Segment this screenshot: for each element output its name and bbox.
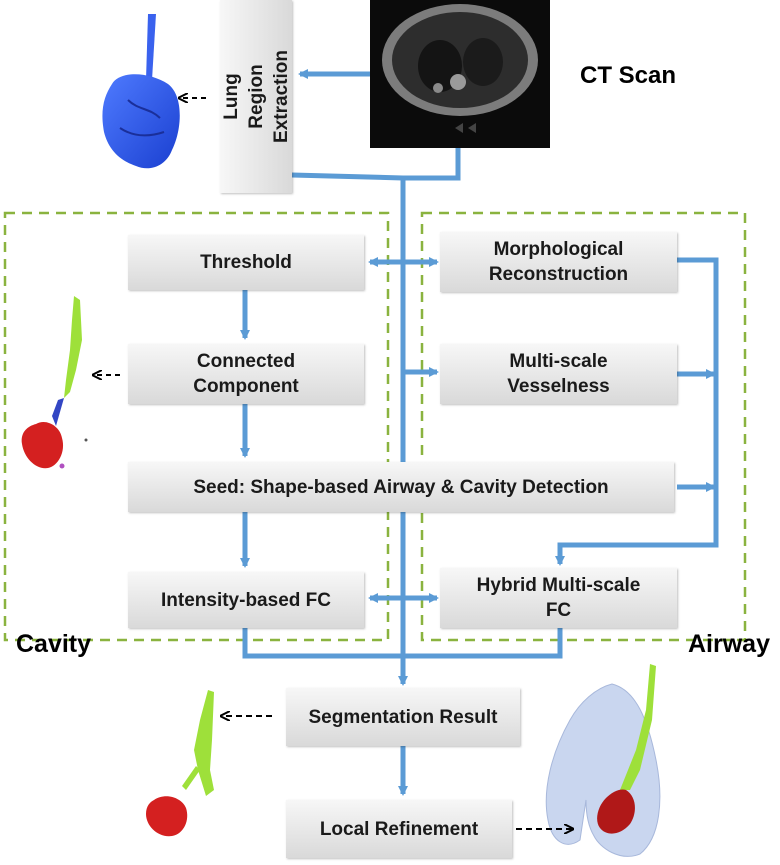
local-refinement-box: Local Refinement: [286, 800, 512, 858]
ct-scan-label: CT Scan: [580, 62, 677, 89]
refined-result-image: [545, 664, 661, 857]
lung-region-extraction-box: Lung Region Extraction: [220, 0, 292, 193]
connected-component-box: Connected Component: [128, 344, 364, 404]
cavity-label: Cavity: [16, 630, 92, 658]
hybrid-fc-box: Hybrid Multi-scale FC: [440, 568, 677, 628]
segmentation-result-box: Segmentation Result: [286, 688, 520, 746]
multiscale-vesselness-label: Multi-scale Vesselness: [507, 351, 610, 397]
seed-detection-label: Seed: Shape-based Airway & Cavity Detect…: [193, 476, 609, 498]
hybrid-fc-label: Hybrid Multi-scale FC: [476, 575, 641, 621]
cavity-region: [3, 211, 390, 642]
connected-component-image: [21, 296, 88, 469]
ct-scan-image: [370, 0, 550, 148]
airway-label: Airway: [688, 630, 770, 658]
lung-region-extraction-label: Lung Region Extraction: [220, 50, 292, 143]
threshold-label: Threshold: [200, 252, 292, 273]
segmentation-result-image: [146, 690, 214, 837]
lung-mask-image: [102, 14, 180, 169]
airway-region: [420, 211, 747, 642]
seed-detection-box: Seed: Shape-based Airway & Cavity Detect…: [128, 462, 674, 512]
threshold-box: Threshold: [128, 235, 364, 290]
intensity-fc-label: Intensity-based FC: [161, 589, 331, 611]
morphological-reconstruction-label: Morphological Reconstruction: [488, 239, 629, 285]
flow-arrows: [240, 69, 719, 796]
intensity-fc-box: Intensity-based FC: [128, 572, 364, 628]
dashed-arrows: [94, 98, 572, 829]
local-refinement-label: Local Refinement: [319, 818, 479, 840]
morphological-reconstruction-box: Morphological Reconstruction: [440, 232, 677, 292]
multiscale-vesselness-box: Multi-scale Vesselness: [440, 344, 677, 404]
connected-component-label: Connected Component: [193, 351, 299, 397]
segmentation-result-label: Segmentation Result: [308, 706, 498, 728]
